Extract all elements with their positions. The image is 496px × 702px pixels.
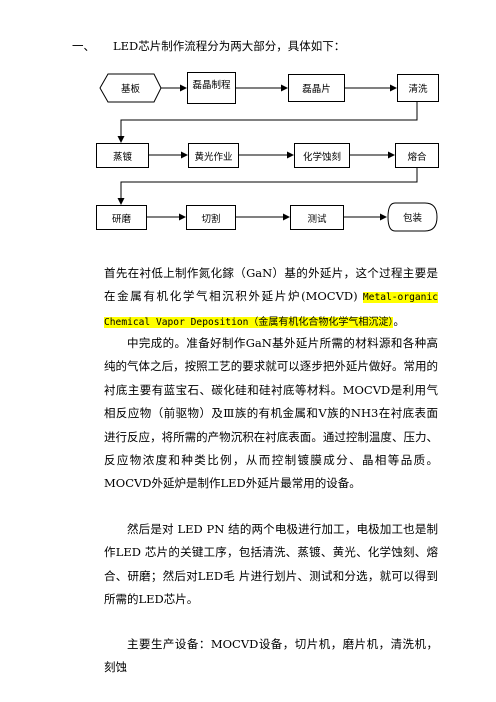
paragraph-4: 主要生产设备：MOCVD设备，切片机，磨片机，清洗机，刻蚀 [104,637,438,675]
process-flow-diagram: 基板 磊晶制程 磊晶片 清洗 蒸镀 黄光作业 化学蚀刻 熔合 研磨 切割 测试 … [0,0,496,260]
arrow-4 [117,102,418,143]
section-number: 一、 [72,39,95,53]
paragraph-1-end: 。 [393,313,405,328]
paragraph-1-text: 首先在衬低上制作氮化鎵（GaN）基的外延片，这个过程主要是在金属有机化学气相沉积… [104,266,438,304]
flow-node-testing: 测试 [290,205,344,230]
end-node-shape [387,202,438,232]
flow-node-cleaning: 清洗 [397,74,439,102]
flow-node-photolithography: 黄光作业 [188,143,239,168]
flow-node-substrate: 基板 [120,84,140,95]
highlighted-chinese-term: （金属有机化合物化学气相沉淀） [248,316,394,328]
paragraph-1: 首先在衬低上制作氮化鎵（GaN）基的外延片，这个过程主要是在金属有机化学气相沉积… [104,262,438,334]
flow-connectors [99,73,438,232]
flow-node-alloying: 熔合 [395,143,439,168]
section-heading: 一、 LED芯片制作流程分为两大部分，具体如下： [72,38,345,54]
section-title: LED芯片制作流程分为两大部分，具体如下： [113,39,346,53]
flow-node-evaporation: 蒸镀 [96,143,149,168]
start-node-shape [99,73,162,103]
flow-node-dicing: 切割 [186,205,236,230]
arrow-8 [117,168,418,205]
flow-node-packaging: 包装 [402,213,422,224]
flow-node-chemical-etching: 化学蚀刻 [294,143,350,168]
flow-node-grinding: 研磨 [96,205,147,230]
paragraph-2: 中完成的。准备好制作GaN基外延片所需的材料源和各种高纯的气体之后，按照工艺的要… [104,336,438,491]
paragraph-3: 然后是对 LED PN 结的两个电极进行加工，电极加工也是制作LED 芯片的关键… [104,522,438,607]
flow-node-epitaxy-process: 磊晶制程 [187,72,236,104]
flow-node-epi-wafer: 磊晶片 [288,74,345,102]
